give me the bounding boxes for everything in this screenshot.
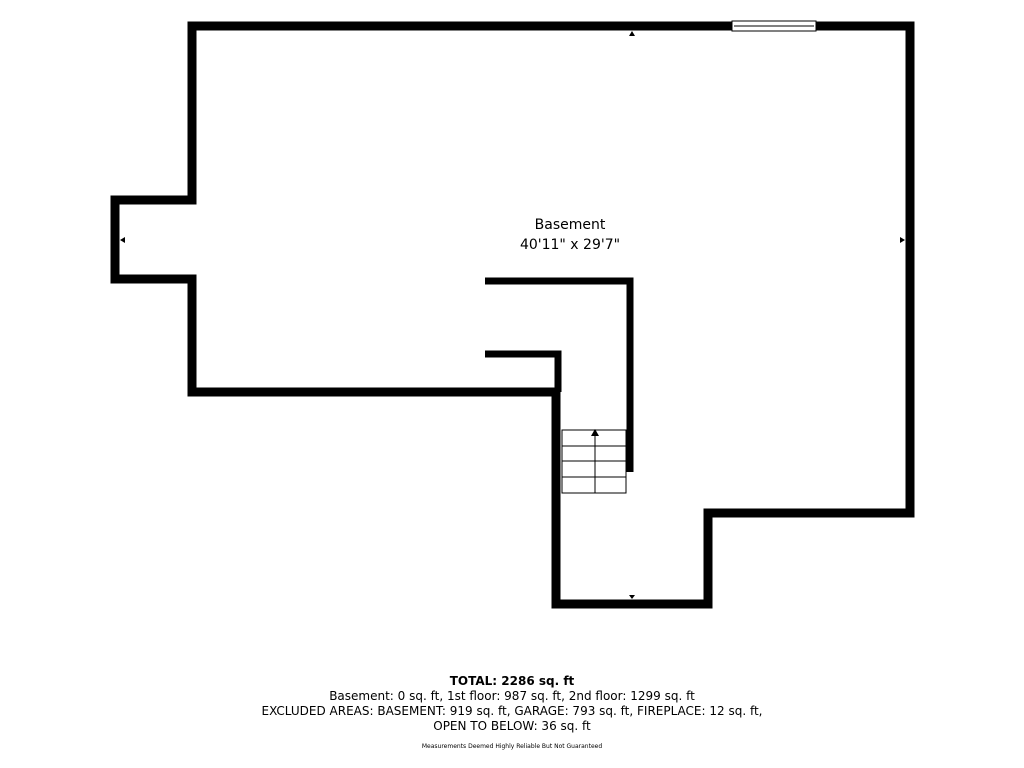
- stair-enclosure-walls: [485, 277, 634, 472]
- open-to-below: OPEN TO BELOW: 36 sq. ft: [433, 719, 591, 733]
- staircase: [561, 429, 627, 494]
- floor-breakdown: Basement: 0 sq. ft, 1st floor: 987 sq. f…: [329, 689, 695, 703]
- stair-direction-arrow: [591, 429, 599, 436]
- window: [731, 20, 817, 32]
- disclaimer: Measurements Deemed Highly Reliable But …: [421, 743, 603, 750]
- top-wall-marker: [629, 31, 635, 36]
- right-wall-marker: [900, 237, 905, 243]
- left-wall-marker: [120, 237, 125, 243]
- room-dimensions: 40'11" x 29'7": [519, 237, 621, 253]
- outer-wall: [110, 21, 915, 609]
- total-area: TOTAL: 2286 sq. ft: [449, 674, 575, 688]
- bottom-wall-marker: [629, 595, 635, 599]
- room-name: Basement: [534, 217, 606, 233]
- excluded-areas: EXCLUDED AREAS: BASEMENT: 919 sq. ft, GA…: [261, 704, 763, 718]
